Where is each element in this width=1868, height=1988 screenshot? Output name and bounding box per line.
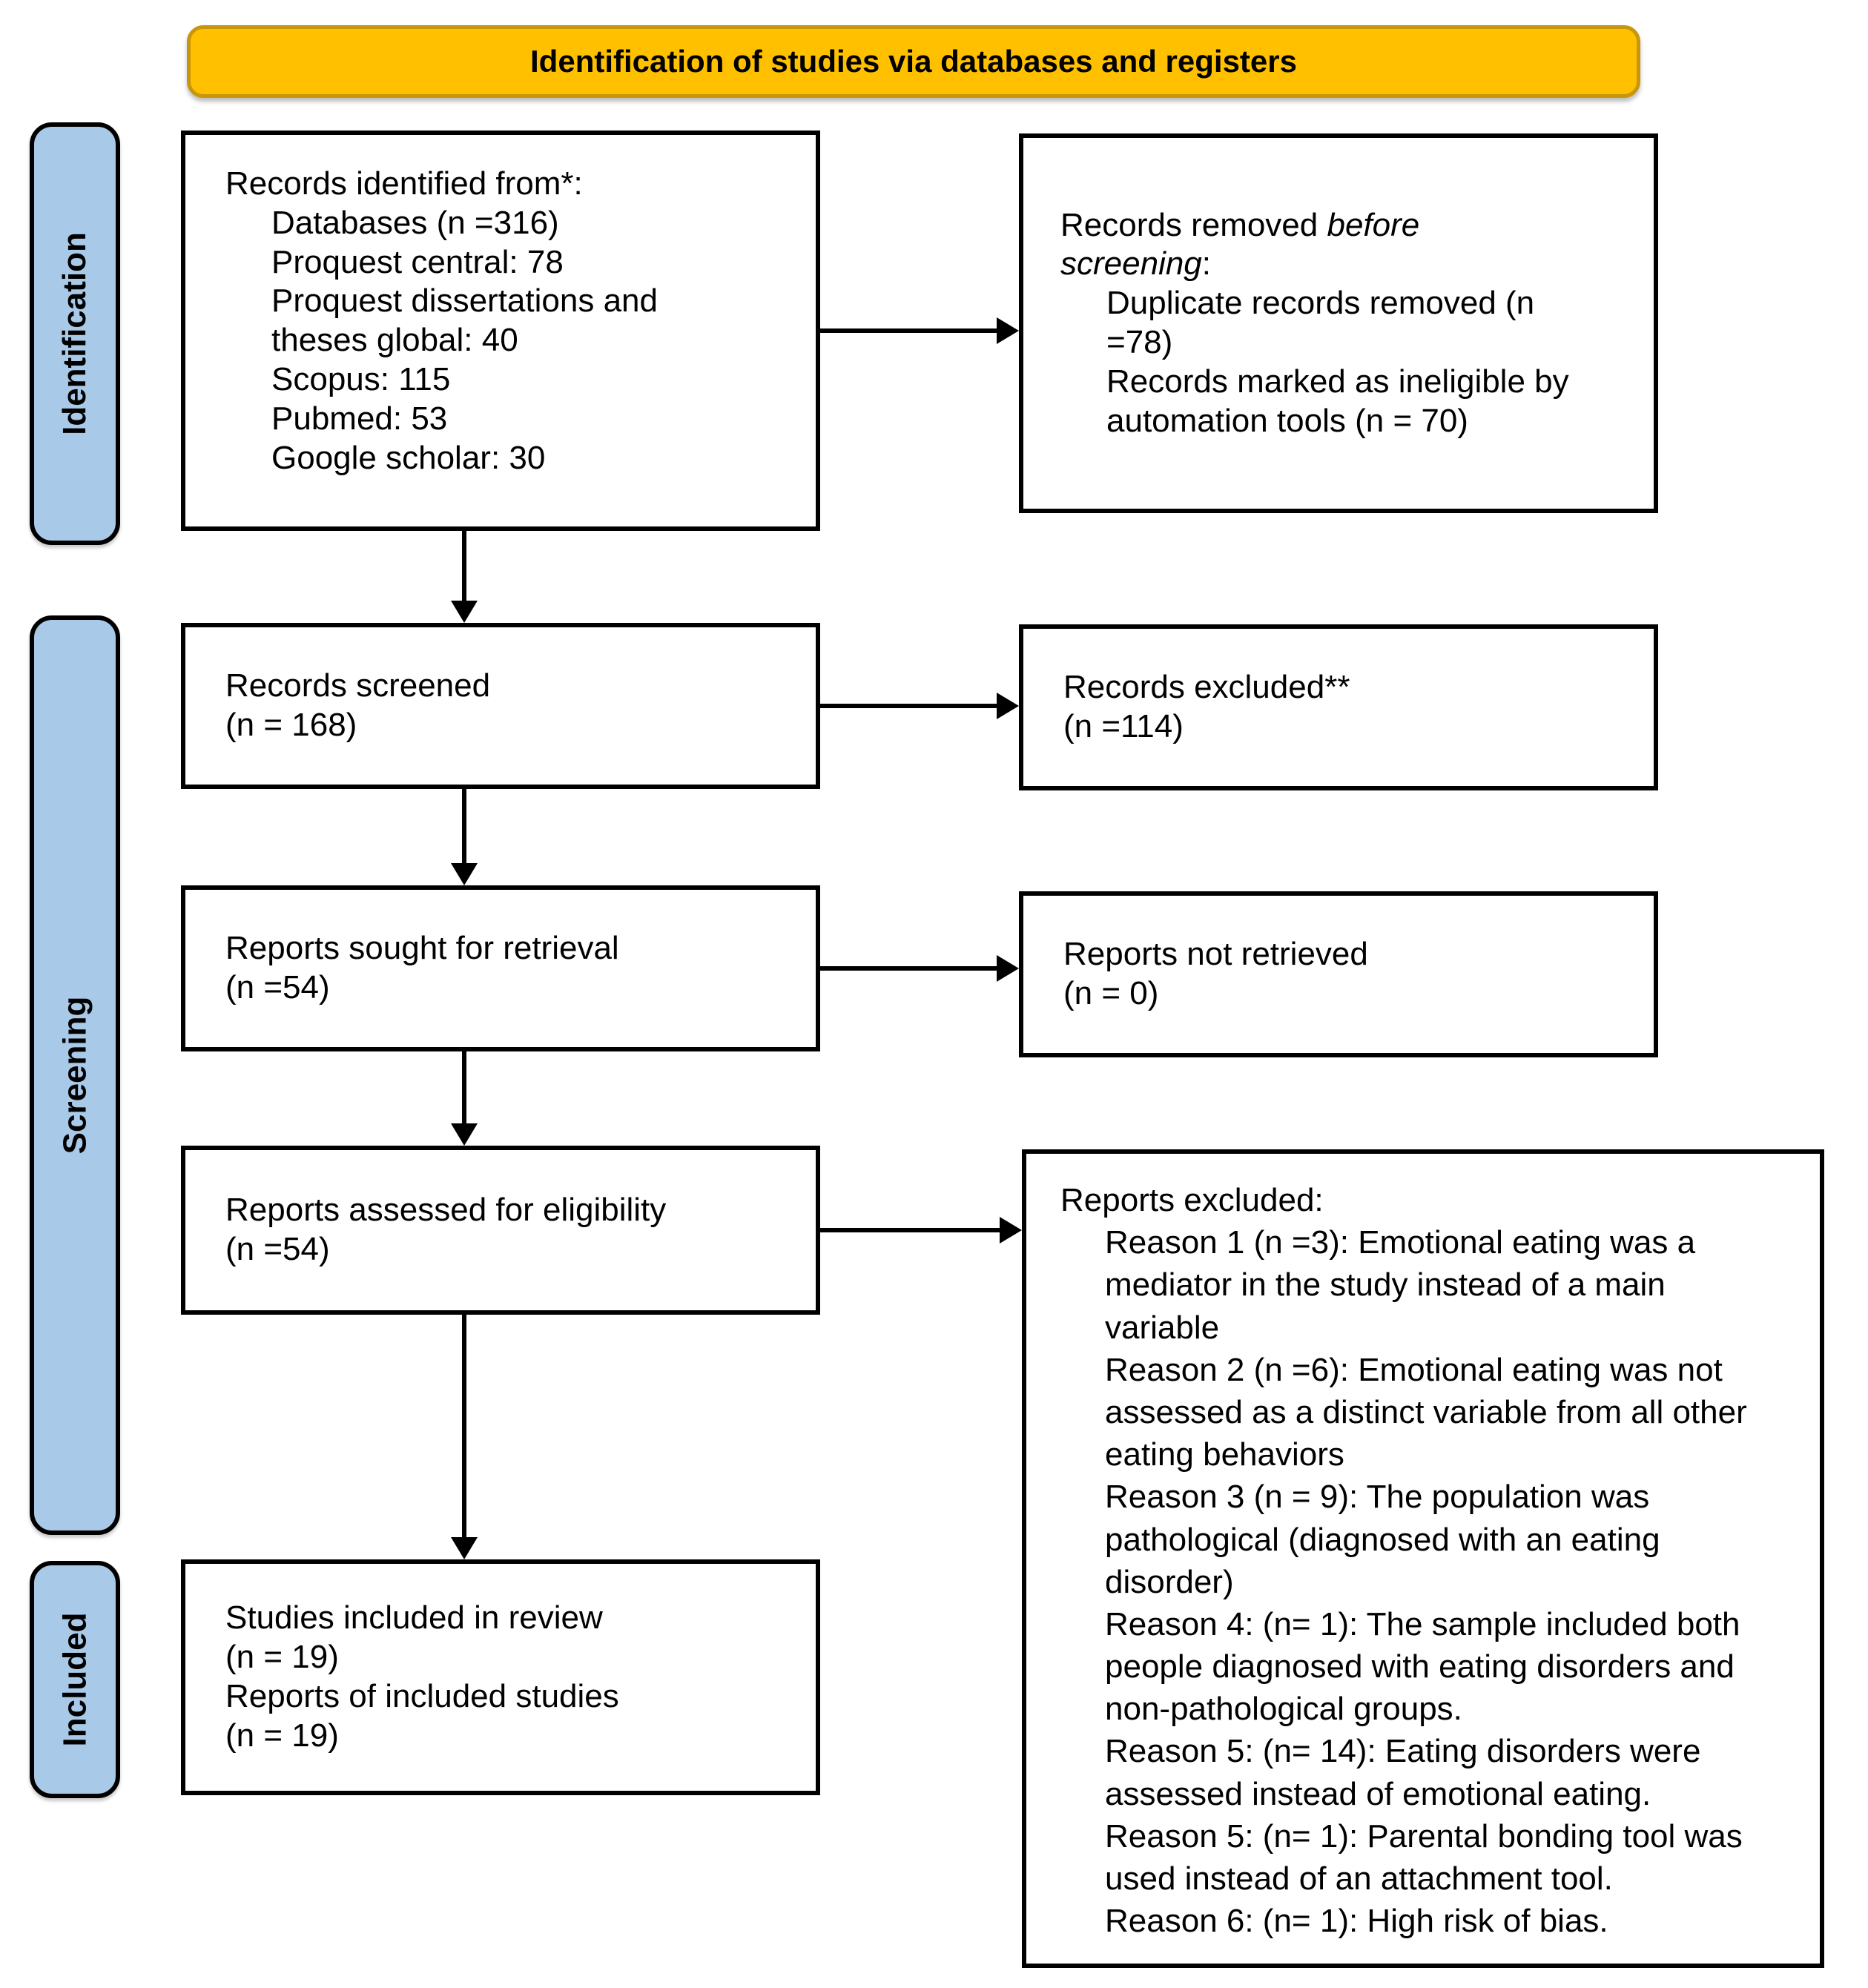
arrow-down-icon [451,863,478,885]
reports-included-line: Reports of included studies [225,1678,619,1714]
arrow-identified-to-removed [820,317,1019,344]
title-banner: Identification of studies via databases … [187,25,1640,98]
reports-not-retrieved-count: (n = 0) [1063,975,1159,1011]
arrow-down-icon [451,1123,478,1146]
reports-excluded-heading: Reports excluded: [1060,1182,1324,1218]
reports-included-count: (n = 19) [225,1717,339,1754]
reports-not-retrieved-line1: Reports not retrieved [1063,936,1368,973]
arrow-identified-to-screened [451,531,478,623]
removed-item-automation: Records marked as ineligible by automati… [1106,363,1569,439]
source-item-pubmed: Pubmed: 53 [271,400,448,437]
arrow-shaft [462,531,466,605]
arrow-shaft [820,704,1001,708]
stage-label-screening: Screening [30,615,120,1535]
box-records-removed: Records removed before screening: Duplic… [1019,133,1658,513]
arrow-shaft [820,1228,1004,1232]
arrow-shaft [820,328,1001,333]
arrow-right-icon [1000,1217,1022,1244]
arrow-sought-to-assessed [451,1051,478,1146]
reports-assessed-line1: Reports assessed for eligibility [225,1192,667,1229]
records-removed-items: Duplicate records removed (n =78) Record… [1106,284,1600,440]
source-item-google-scholar: Google scholar: 30 [271,439,546,476]
source-item-databases: Databases (n =316) [271,204,559,241]
reports-assessed-count: (n =54) [225,1231,330,1267]
box-reports-excluded-reasons: Reports excluded: Reason 1 (n =3): Emoti… [1022,1149,1824,1968]
records-removed-heading: Records removed before screening: [1060,206,1600,285]
arrow-down-icon [451,1537,478,1559]
exclusion-reason-2: Reason 2 (n =6): Emotional eating was no… [1105,1351,1747,1473]
records-removed-heading-prefix: Records removed [1060,206,1327,243]
records-screened-line1: Records screened [225,667,491,704]
exclusion-reason-3: Reason 3 (n = 9): The population was pat… [1105,1479,1660,1600]
box-records-screened: Records screened (n = 168) [181,623,820,789]
stage-label-identification: Identification [30,122,120,545]
arrow-screened-to-excluded [820,693,1019,719]
stage-label-screening-text: Screening [56,996,93,1155]
source-item-proquest-central: Proquest central: 78 [271,243,564,280]
box-records-identified: Records identified from*: Databases (n =… [181,131,820,531]
records-excluded-count: (n =114) [1063,708,1184,744]
stage-label-included-text: Included [56,1612,93,1747]
removed-item-duplicates: Duplicate records removed (n =78) [1106,285,1535,360]
stage-label-identification-text: Identification [56,232,93,435]
arrow-shaft [462,1051,466,1128]
box-reports-sought: Reports sought for retrieval (n =54) [181,885,820,1051]
records-removed-heading-suffix: : [1201,245,1212,283]
arrow-right-icon [997,693,1019,719]
arrow-right-icon [997,317,1019,344]
arrow-sought-to-not-retrieved [820,955,1019,982]
records-screened-count: (n = 168) [225,707,357,743]
records-identified-sources: Databases (n =316) Proquest central: 78 … [271,204,756,478]
arrow-shaft [462,1315,466,1542]
source-item-proquest-dissertations: Proquest dissertations and theses global… [271,283,658,359]
source-item-scopus: Scopus: 115 [271,360,451,397]
reports-sought-line1: Reports sought for retrieval [225,930,619,967]
box-reports-assessed: Reports assessed for eligibility (n =54) [181,1146,820,1315]
records-identified-heading: Records identified from*: [225,165,583,202]
studies-included-count: (n = 19) [225,1639,339,1676]
arrow-down-icon [451,601,478,623]
box-studies-included: Studies included in review (n = 19) Repo… [181,1559,820,1795]
stage-label-included: Included [30,1561,120,1798]
records-removed-heading-italic: before screening [1060,206,1420,283]
arrow-shaft [820,966,1001,971]
exclusion-reason-5: Reason 5: (n= 14): Eating disorders were… [1105,1733,1701,1812]
arrow-right-icon [997,955,1019,982]
records-excluded-line1: Records excluded** [1063,669,1350,706]
arrow-assessed-to-excluded-reasons [820,1217,1022,1244]
arrow-assessed-to-included [451,1315,478,1559]
arrow-shaft [462,789,466,868]
box-reports-not-retrieved: Reports not retrieved (n = 0) [1019,891,1658,1057]
reports-sought-count: (n =54) [225,969,330,1005]
box-records-excluded: Records excluded** (n =114) [1019,624,1658,790]
exclusion-reason-1: Reason 1 (n =3): Emotional eating was a … [1105,1224,1696,1346]
title-banner-text: Identification of studies via databases … [530,44,1297,79]
arrow-screened-to-sought [451,789,478,885]
exclusion-reason-4: Reason 4: (n= 1): The sample included bo… [1105,1605,1740,1728]
exclusion-reason-5b: Reason 5: (n= 1): Parental bonding tool … [1105,1817,1743,1897]
exclusion-reason-6: Reason 6: (n= 1): High risk of bias. [1105,1903,1608,1940]
studies-included-line1: Studies included in review [225,1599,603,1637]
